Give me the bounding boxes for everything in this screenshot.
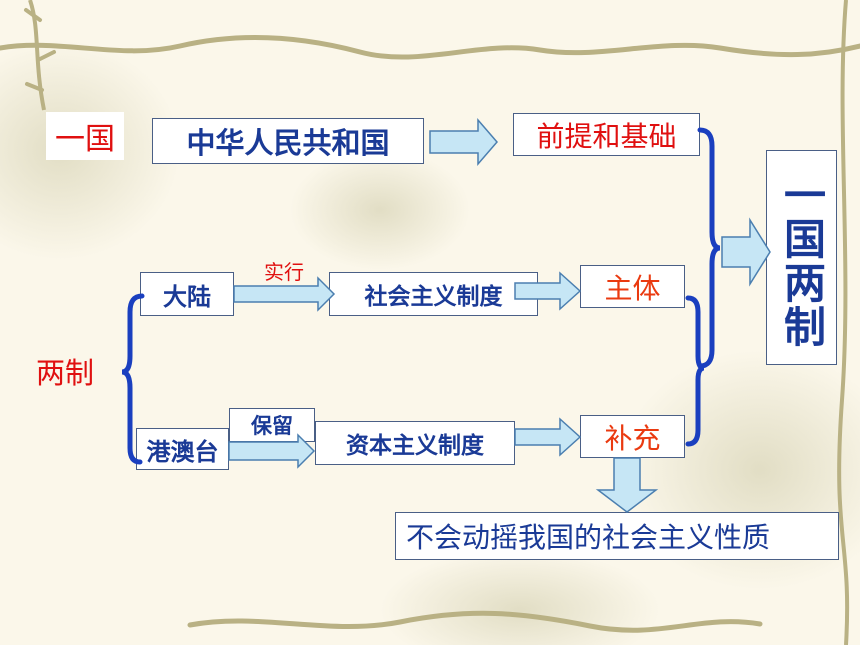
arrow-mainland-to-socialist [233, 276, 336, 312]
hk-macao-taiwan-box: 港澳台 [136, 428, 229, 470]
main-body-box: 主体 [580, 265, 685, 308]
systems-brace [685, 295, 705, 447]
arrow-capitalist-to-supplement [514, 417, 582, 457]
one-country-two-systems-box: 一国两制 [766, 150, 837, 365]
result-brace [697, 127, 721, 369]
capitalist-system-box: 资本主义制度 [315, 421, 515, 465]
arrow-to-result [721, 217, 771, 287]
arrow-hk-to-capitalist [228, 433, 316, 469]
two-systems-label: 两制 [36, 356, 95, 390]
one-country-label: 一国 [46, 112, 124, 160]
two-systems-brace [121, 293, 145, 465]
arrow-supplement-to-conclusion [595, 457, 659, 513]
arrow-prc-to-premise [429, 117, 498, 167]
arrow-socialist-to-main-body [514, 271, 582, 311]
socialist-system-box: 社会主义制度 [329, 272, 538, 316]
conclusion-box: 不会动摇我国的社会主义性质 [395, 512, 839, 560]
retains-box: 保留 [229, 408, 315, 442]
premise-box: 前提和基础 [513, 113, 700, 156]
prc-box: 中华人民共和国 [152, 118, 424, 164]
supplement-box: 补充 [580, 415, 685, 458]
one-country-two-systems-text: 一国两制 [777, 172, 827, 349]
implements-label: 实行 [264, 260, 304, 284]
